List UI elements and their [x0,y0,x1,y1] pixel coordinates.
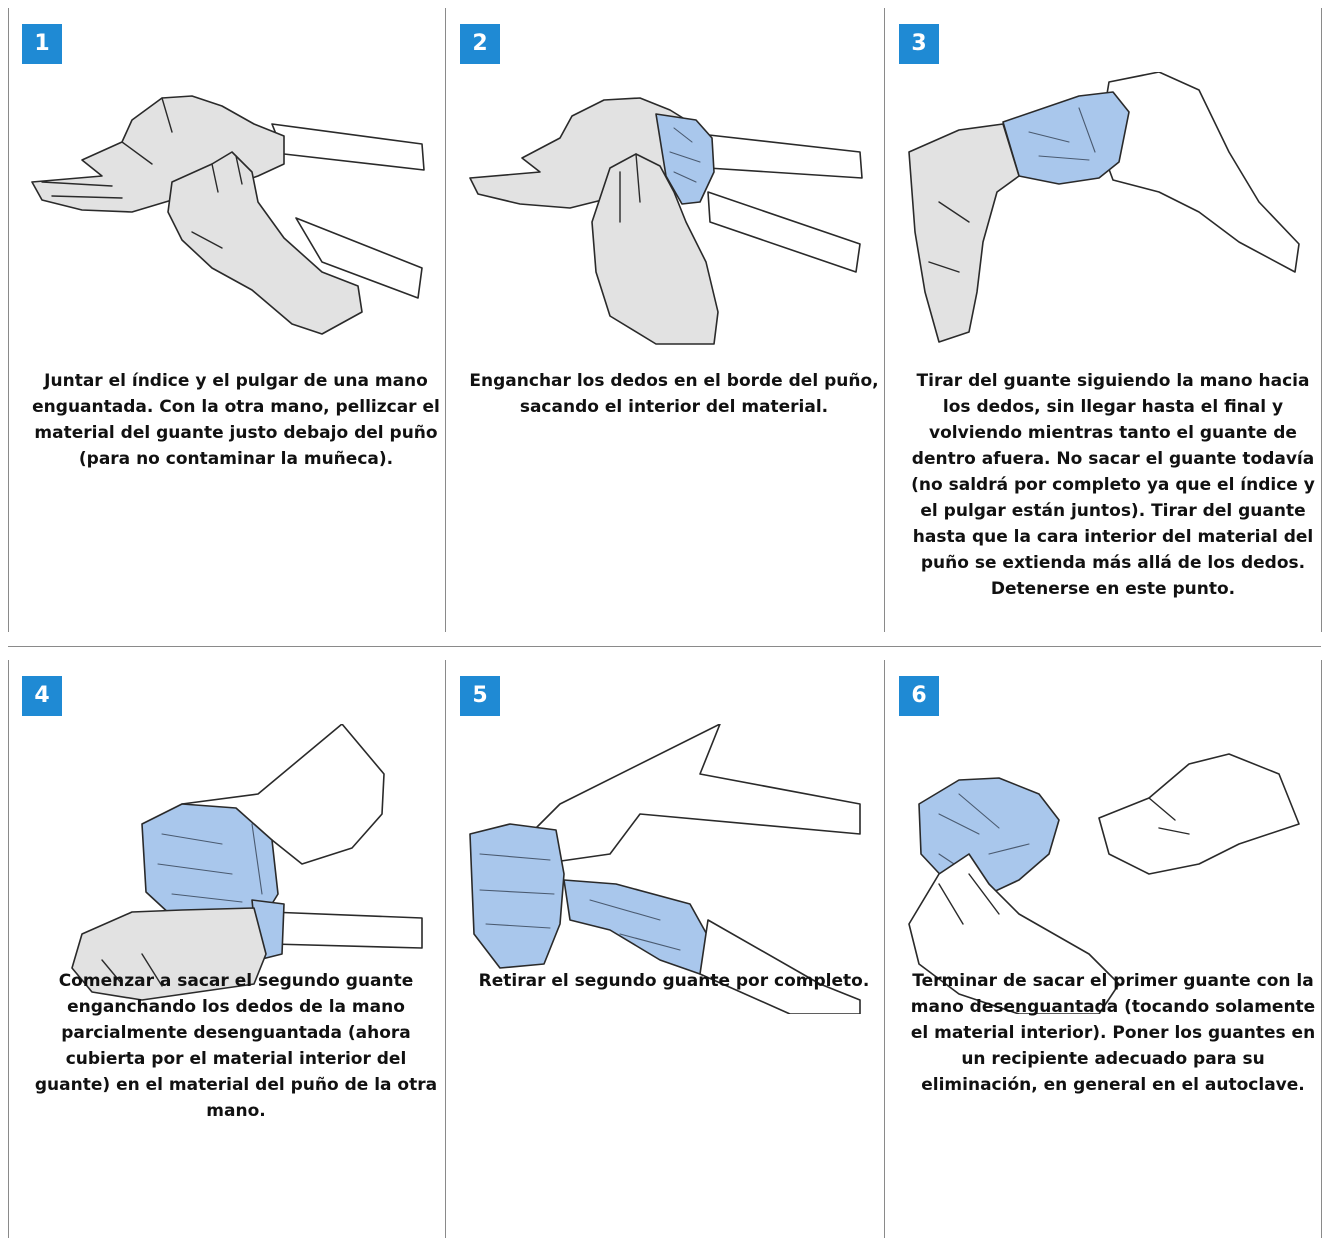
step-1-panel: 1 Juntar el índice y el pulgar de una ma… [22,24,450,624]
step-4-panel: 4 Comenzar a sacar el segundo guante eng… [22,676,450,1236]
step-1-illustration [22,72,450,362]
step-2-panel: 2 Enganchar los dedos en el borde del pu… [460,24,888,624]
divider-horizontal [8,646,1321,647]
step-2-illustration [460,72,888,362]
step-3-caption: Tirar del guante siguiendo la mano hacia… [905,368,1321,602]
step-3-panel: 3 Tirar del guante siguiendo la mano hac… [899,24,1327,624]
divider-vertical [8,660,9,1238]
divider-vertical [8,8,9,632]
step-number-badge: 6 [899,676,939,716]
step-3-illustration [899,72,1327,362]
step-4-caption: Comenzar a sacar el segundo guante engan… [28,968,444,1124]
step-number-badge: 3 [899,24,939,64]
step-2-caption: Enganchar los dedos en el borde del puño… [466,368,882,420]
step-number-badge: 2 [460,24,500,64]
step-5-caption: Retirar el segundo guante por completo. [466,968,882,994]
step-1-caption: Juntar el índice y el pulgar de una mano… [28,368,444,472]
step-5-panel: 5 Retirar el segundo guante por completo… [460,676,888,1236]
step-number-badge: 4 [22,676,62,716]
step-6-caption: Terminar de sacar el primer guante con l… [905,968,1321,1098]
step-number-badge: 5 [460,676,500,716]
step-number-badge: 1 [22,24,62,64]
step-6-panel: 6 Terminar de sacar el primer guante con… [899,676,1327,1236]
